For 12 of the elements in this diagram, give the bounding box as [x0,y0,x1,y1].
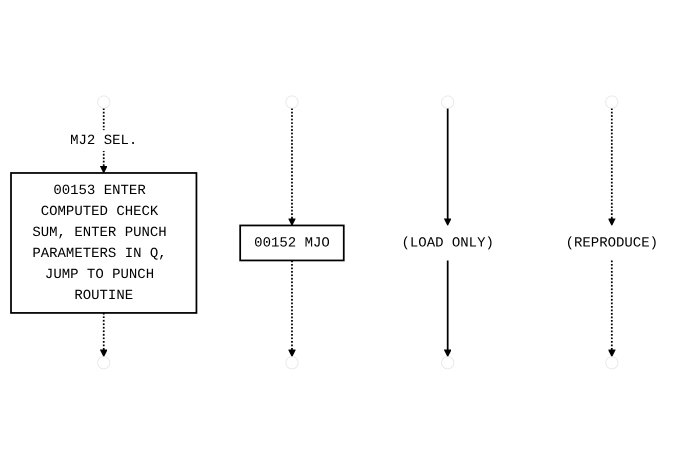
arrow [444,108,452,226]
arrow [100,312,108,357]
arrow [288,108,296,226]
arrow [608,260,616,357]
arrow [288,260,296,357]
node-text: (LOAD ONLY) [401,234,494,250]
node-text: (REPRODUCE) [566,234,658,250]
node-box [10,172,198,314]
arrow [608,108,616,226]
node-box [239,224,345,261]
arrow [444,260,452,357]
flowchart-drawing: MJ2 SEL. 00153 ENTER COMPUTED CHECK SUM, ENTER PUNCH PARAMETERS IN Q, JUMP TO PUNCH ROUTINE 00152 MJO (LOAD ONLY) (REPRODUCE) [4,88,679,376]
